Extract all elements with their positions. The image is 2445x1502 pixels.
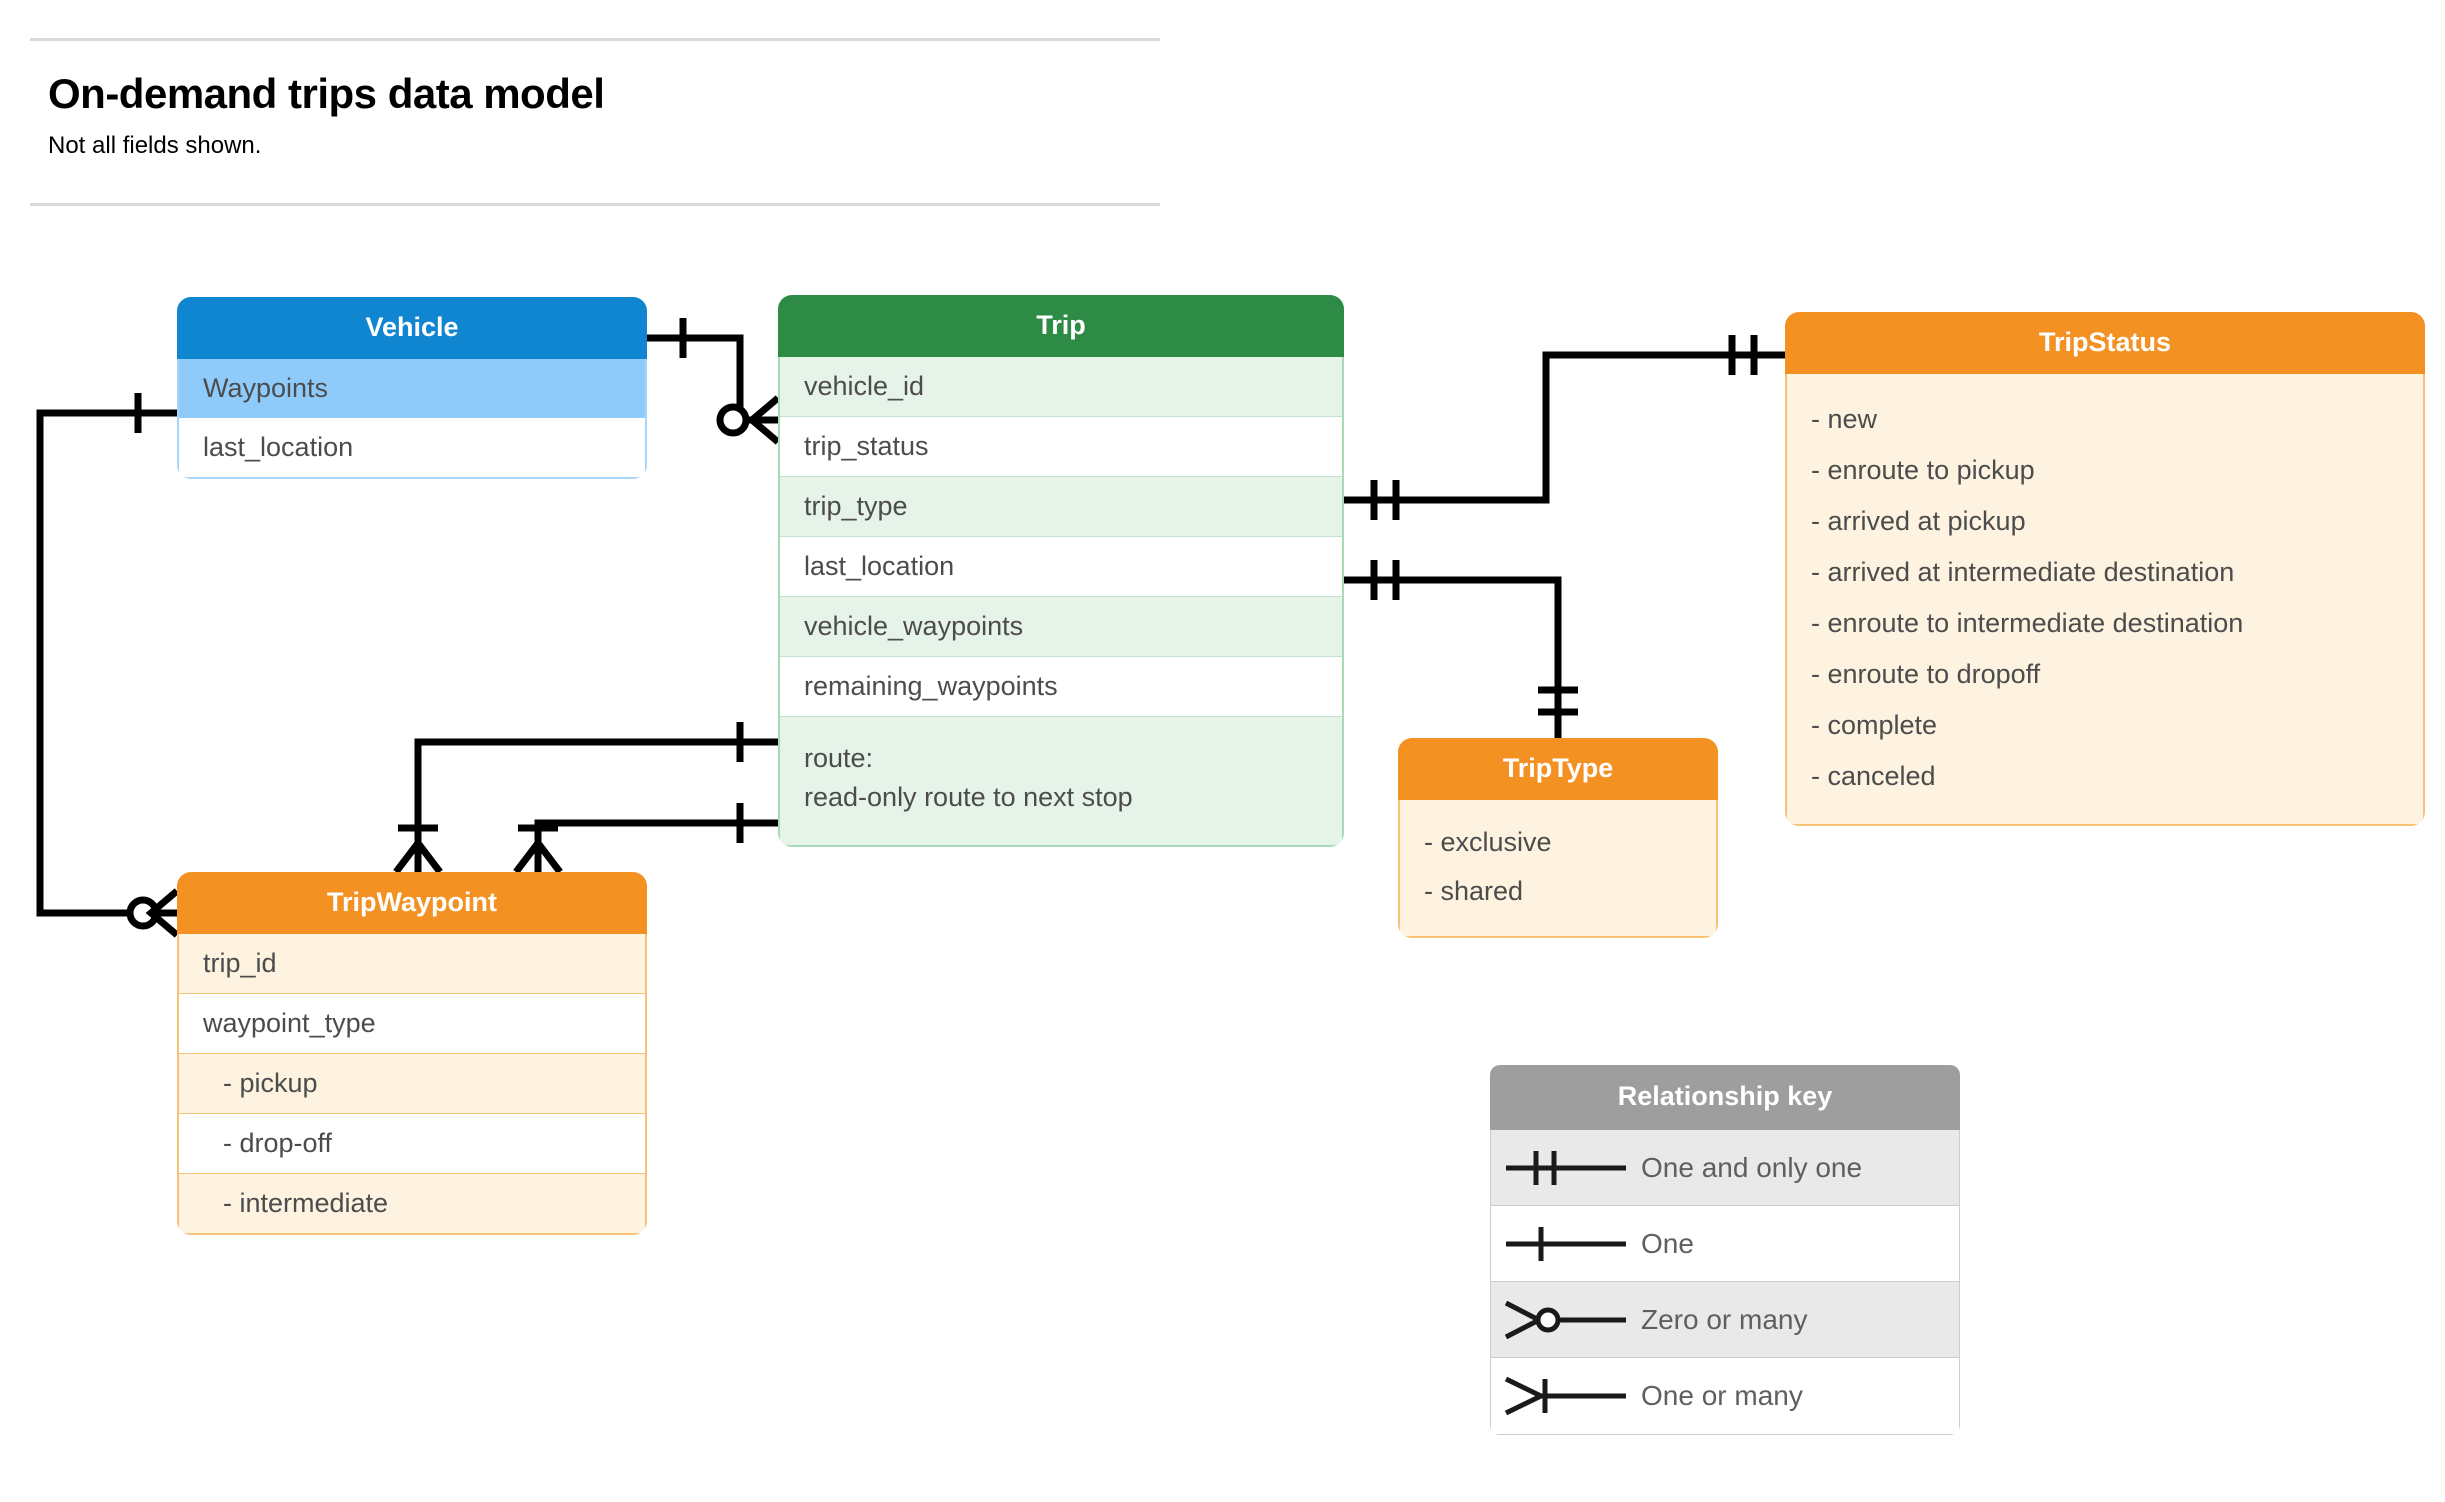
connector-trip-tripstatus [1344,351,1785,504]
legend-label: Zero or many [1641,1303,1808,1335]
waypoint-type-value-dropoff: - drop-off [179,1114,645,1174]
entity-trip-title: Trip [778,295,1344,357]
waypoint-type-value-pickup: - pickup [179,1054,645,1114]
entity-trip-fields: vehicle_id trip_status trip_type last_lo… [778,357,1344,848]
one-icon [1491,1219,1641,1269]
status-value: - enroute to dropoff [1811,659,2041,689]
entity-trip-status-title: TripStatus [1785,312,2425,374]
entity-trip-status-values: - new - enroute to pickup - arrived at p… [1785,374,2425,826]
status-value: - arrived at pickup [1811,506,2026,536]
field-remaining-waypoints[interactable]: remaining_waypoints [780,657,1342,717]
field-waypoint-type[interactable]: waypoint_type [179,994,645,1054]
legend-row-one: One [1491,1206,1959,1282]
entity-vehicle-title: Vehicle [177,297,647,359]
legend-title: Relationship key [1490,1065,1960,1130]
legend-label: One and only one [1641,1151,1863,1183]
field-vehicle-id[interactable]: vehicle_id [780,357,1342,417]
entity-trip[interactable]: Trip vehicle_id trip_status trip_type la… [778,295,1344,848]
entity-trip-type-values: - exclusive - shared [1398,800,1718,938]
connector-trip-triptype [1344,576,1562,738]
type-value: - shared [1424,876,1524,906]
field-route[interactable]: route: read-only route to next stop [780,717,1342,846]
status-value: - enroute to intermediate destination [1811,608,2244,638]
entity-vehicle-fields: Waypoints last_location [177,359,647,479]
status-value: - enroute to pickup [1811,455,2035,485]
entity-trip-type[interactable]: TripType - exclusive - shared [1398,738,1718,938]
legend-label: One or many [1641,1380,1803,1411]
connector-vehicle-trip [647,334,778,424]
entity-trip-status[interactable]: TripStatus - new - enroute to pickup - a… [1785,312,2425,826]
field-waypoints[interactable]: Waypoints [179,359,645,418]
entity-trip-type-title: TripType [1398,738,1718,800]
field-trip-last-location[interactable]: last_location [780,537,1342,597]
one-and-only-one-icon [1491,1143,1641,1193]
field-trip-type[interactable]: trip_type [780,477,1342,537]
entity-trip-waypoint-title: TripWaypoint [177,872,647,934]
legend-row-one-and-only-one: One and only one [1491,1130,1959,1206]
field-vehicle-waypoints[interactable]: vehicle_waypoints [780,597,1342,657]
field-route-description: read-only route to next stop [804,782,1133,813]
connector-vehicle-waypoints-tripwaypoint [36,409,177,917]
relationship-key-legend: Relationship key One and only one [1490,1065,1960,1435]
legend-label: One [1641,1227,1694,1259]
connector-trip-remainingwaypoints [534,819,778,872]
waypoint-type-value-intermediate: - intermediate [179,1174,645,1233]
page-subtitle: Not all fields shown. [48,132,262,159]
legend-row-one-or-many: One or many [1491,1358,1959,1434]
field-route-label: route: [804,743,874,773]
connector-trip-vehiclewaypoints [414,738,778,872]
legend-rows: One and only one One [1490,1130,1960,1435]
field-trip-id[interactable]: trip_id [179,934,645,994]
header-divider-top [30,38,1160,41]
legend-row-zero-or-many: Zero or many [1491,1282,1959,1358]
type-value: - exclusive [1424,827,1552,857]
zero-or-many-icon [1491,1295,1641,1345]
field-trip-status[interactable]: trip_status [780,417,1342,477]
status-value: - arrived at intermediate destination [1811,557,2235,587]
header-divider-bottom [30,203,1160,206]
entity-trip-waypoint-fields: trip_id waypoint_type - pickup - drop-of… [177,934,647,1235]
field-last-location[interactable]: last_location [203,432,354,462]
page-title: On-demand trips data model [48,70,605,117]
status-value: - new [1811,404,1878,434]
entity-vehicle[interactable]: Vehicle Waypoints last_location [177,297,647,479]
entity-trip-waypoint[interactable]: TripWaypoint trip_id waypoint_type - pic… [177,872,647,1235]
one-or-many-icon [1491,1371,1641,1421]
status-value: - complete [1811,710,1938,740]
status-value: - canceled [1811,761,1936,791]
